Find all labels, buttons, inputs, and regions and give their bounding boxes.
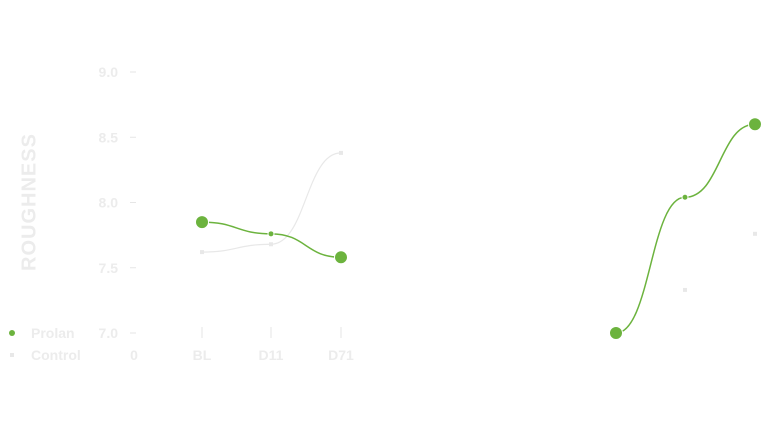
data-point-prolan <box>195 215 209 230</box>
y-tick-label: 9.0 <box>99 64 119 80</box>
legend-label-control: Control <box>31 347 81 363</box>
data-point-control <box>339 150 343 155</box>
data-point-2-prolan <box>609 326 623 340</box>
legend-label-prolan: Prolan <box>31 325 75 341</box>
series-line-2-prolan <box>615 123 756 334</box>
data-point-control <box>200 250 204 255</box>
y-tick-label: 8.5 <box>99 129 119 145</box>
data-point-control <box>269 242 273 247</box>
data-point-2-control <box>683 287 687 292</box>
y-tick-label: 7.0 <box>99 325 119 341</box>
y-tick-label: 7.5 <box>99 260 119 276</box>
x-tick-label: D11 <box>259 347 284 363</box>
y-tick-label: 8.0 <box>99 195 119 211</box>
x-tick-label: D71 <box>328 347 354 363</box>
series-line-control <box>201 152 342 253</box>
series-line-prolan <box>201 221 342 259</box>
data-point-2-prolan <box>748 117 762 132</box>
y-axis-title: ROUGHNESS <box>18 133 40 271</box>
x-tick-label: BL <box>193 347 212 363</box>
legend-marker-control <box>10 353 14 357</box>
data-point-2-control <box>753 231 757 236</box>
data-point-prolan <box>267 230 275 238</box>
legend-marker-prolan <box>9 330 15 336</box>
data-point-2-prolan <box>681 193 689 201</box>
data-point-prolan <box>334 250 348 265</box>
x-origin-label: 0 <box>130 347 138 363</box>
